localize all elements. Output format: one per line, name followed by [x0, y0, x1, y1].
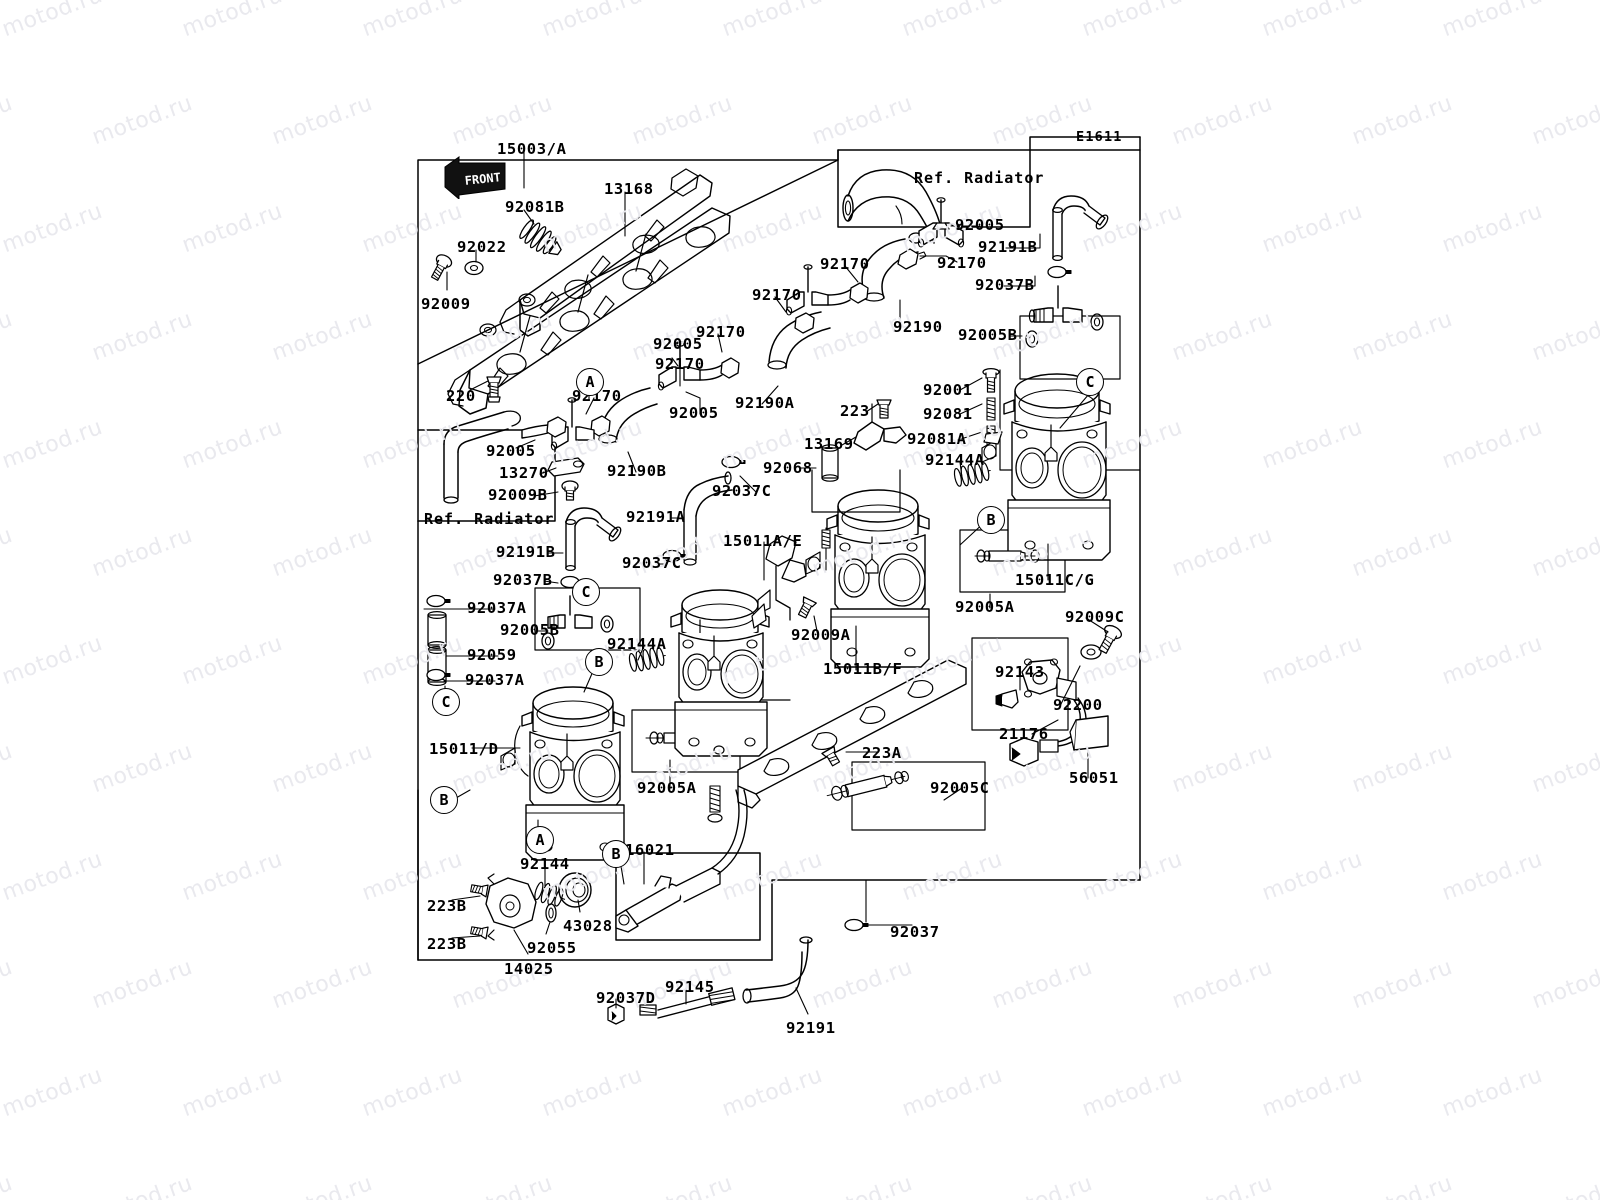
part-label-92143[interactable]: 92143 [995, 663, 1045, 681]
part-label-92170[interactable]: 92170 [752, 286, 802, 304]
part-label-13270[interactable]: 13270 [499, 464, 549, 482]
part-label-92001[interactable]: 92001 [923, 381, 973, 399]
part-label-92145[interactable]: 92145 [665, 978, 715, 996]
part-label-92037[interactable]: 92037 [890, 923, 940, 941]
part-label-92005a[interactable]: 92005A [637, 779, 697, 797]
part-label-92022[interactable]: 92022 [457, 238, 507, 256]
part-label-43028[interactable]: 43028 [563, 917, 613, 935]
part-label-92081b[interactable]: 92081B [505, 198, 565, 216]
part-label-223a[interactable]: 223A [862, 744, 902, 762]
marker-b-low[interactable]: B [430, 786, 458, 814]
part-label-14025[interactable]: 14025 [504, 960, 554, 978]
marker-b-mid[interactable]: B [585, 648, 613, 676]
marker-a-top[interactable]: A [576, 368, 604, 396]
part-label-92037a[interactable]: 92037A [465, 671, 525, 689]
part-label-223[interactable]: 223 [840, 402, 870, 420]
part-label-92190b[interactable]: 92190B [607, 462, 667, 480]
ref-radiator-left-label[interactable]: Ref. Radiator [424, 510, 555, 528]
svg-text:FRONT: FRONT [464, 170, 501, 188]
part-label-92009a[interactable]: 92009A [791, 626, 851, 644]
part-label-15011b-f[interactable]: 15011B/F [823, 660, 903, 678]
figure-code: E1611 [1076, 129, 1123, 145]
part-label-92170[interactable]: 92170 [655, 355, 705, 373]
part-label-92081[interactable]: 92081 [923, 405, 973, 423]
part-label-92037a[interactable]: 92037A [467, 599, 527, 617]
marker-c-low[interactable]: C [572, 578, 600, 606]
part-label-223b[interactable]: 223B [427, 935, 467, 953]
front-direction-marker: FRONT [444, 156, 506, 199]
part-label-92055[interactable]: 92055 [527, 939, 577, 957]
part-label-13169[interactable]: 13169 [804, 435, 854, 453]
part-label-92200[interactable]: 92200 [1053, 696, 1103, 714]
part-label-56051[interactable]: 56051 [1069, 769, 1119, 787]
part-label-92005[interactable]: 92005 [955, 216, 1005, 234]
part-label-15011a-e[interactable]: 15011A/E [723, 532, 803, 550]
part-label-92009[interactable]: 92009 [421, 295, 471, 313]
part-label-92170[interactable]: 92170 [937, 254, 987, 272]
marker-c-left[interactable]: C [432, 688, 460, 716]
part-label-92059[interactable]: 92059 [467, 646, 517, 664]
part-label-92005b[interactable]: 92005B [500, 621, 560, 639]
part-label-92191[interactable]: 92191 [786, 1019, 836, 1037]
part-label-92144a[interactable]: 92144A [607, 635, 667, 653]
part-label-92005b[interactable]: 92005B [958, 326, 1018, 344]
part-label-92037c[interactable]: 92037C [622, 554, 682, 572]
marker-b-bottom[interactable]: B [602, 840, 630, 868]
part-label-13168[interactable]: 13168 [604, 180, 654, 198]
part-label-92190a[interactable]: 92190A [735, 394, 795, 412]
part-label-92005a[interactable]: 92005A [955, 598, 1015, 616]
part-label-16021[interactable]: 16021 [625, 841, 675, 859]
part-label-92191b[interactable]: 92191B [978, 238, 1038, 256]
marker-c-top[interactable]: C [1076, 368, 1104, 396]
part-label-92009b[interactable]: 92009B [488, 486, 548, 504]
part-label-92191b[interactable]: 92191B [496, 543, 556, 561]
part-label-92068[interactable]: 92068 [763, 459, 813, 477]
part-label-92081a[interactable]: 92081A [907, 430, 967, 448]
part-label-15011-d[interactable]: 15011/D [429, 740, 499, 758]
part-label-92191a[interactable]: 92191A [626, 508, 686, 526]
part-label-92037b[interactable]: 92037B [975, 276, 1035, 294]
part-label-92037c[interactable]: 92037C [712, 482, 772, 500]
part-label-92170[interactable]: 92170 [820, 255, 870, 273]
part-label-15011c-g[interactable]: 15011C/G [1015, 571, 1095, 589]
part-label-223b[interactable]: 223B [427, 897, 467, 915]
part-label-92005[interactable]: 92005 [669, 404, 719, 422]
part-label-92144a[interactable]: 92144A [925, 451, 985, 469]
marker-b-right[interactable]: B [977, 506, 1005, 534]
part-label-15003-a[interactable]: 15003/A [497, 140, 567, 158]
part-label-92009c[interactable]: 92009C [1065, 608, 1125, 626]
part-label-92005[interactable]: 92005 [653, 335, 703, 353]
part-label-92037b[interactable]: 92037B [493, 571, 553, 589]
part-label-21176[interactable]: 21176 [999, 725, 1049, 743]
ref-radiator-top-label[interactable]: Ref. Radiator [914, 169, 1045, 187]
part-label-92190[interactable]: 92190 [893, 318, 943, 336]
part-label-92005c[interactable]: 92005C [930, 779, 990, 797]
part-label-220[interactable]: 220 [446, 387, 476, 405]
part-label-92037d[interactable]: 92037D [596, 989, 656, 1007]
marker-a-mid[interactable]: A [526, 826, 554, 854]
part-label-92144[interactable]: 92144 [520, 855, 570, 873]
part-label-92005[interactable]: 92005 [486, 442, 536, 460]
part-label-92170[interactable]: 92170 [696, 323, 746, 341]
